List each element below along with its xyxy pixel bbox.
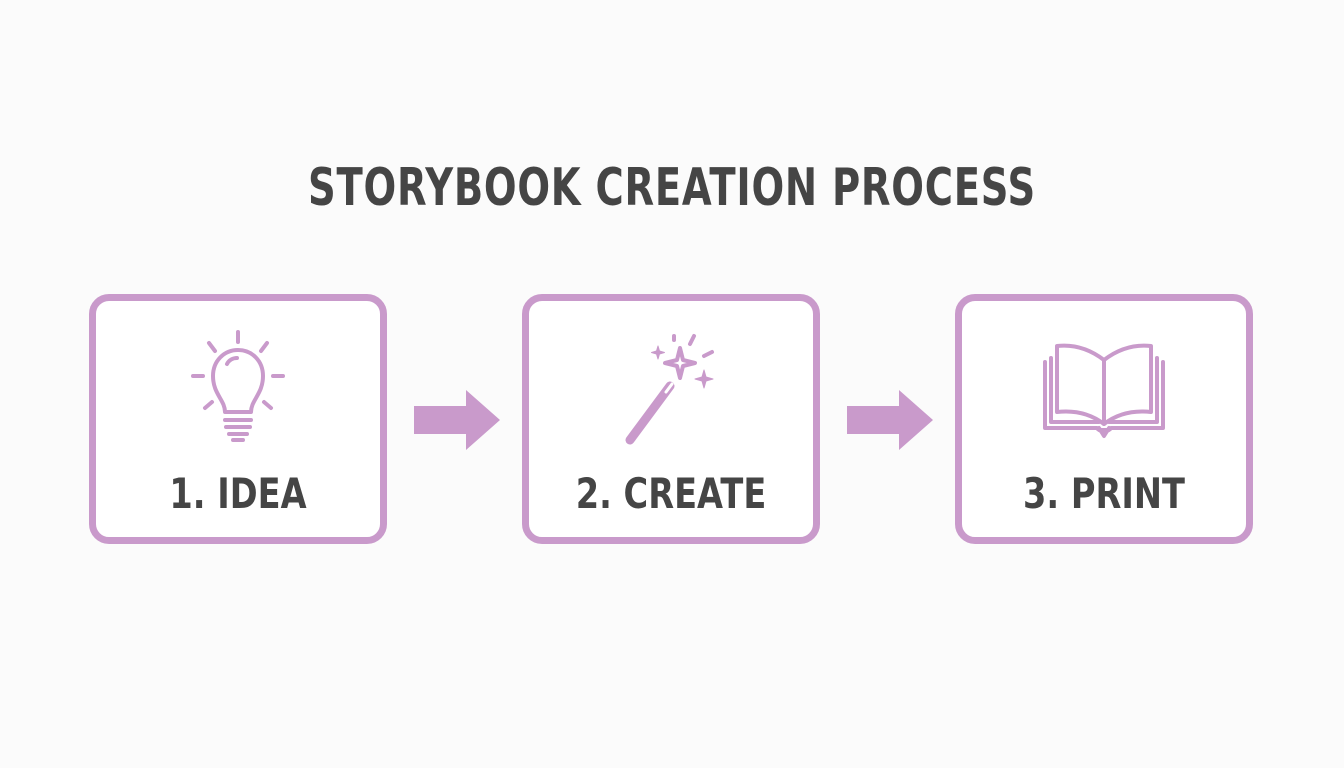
arrow-right-icon	[414, 390, 500, 450]
step-card-idea: 1. IDEA	[89, 294, 387, 544]
step-label: 2. CREATE	[575, 469, 767, 518]
step-card-print: 3. PRINT	[955, 294, 1253, 544]
lightbulb-icon	[96, 329, 380, 451]
magic-wand-icon	[529, 329, 813, 451]
step-card-create: 2. CREATE	[522, 294, 820, 544]
arrow-right-icon	[847, 390, 933, 450]
step-label: 3. PRINT	[1023, 469, 1185, 518]
step-label: 1. IDEA	[169, 469, 307, 518]
open-book-icon	[962, 329, 1246, 451]
diagram-title: STORYBOOK CREATION PROCESS	[308, 158, 1036, 218]
